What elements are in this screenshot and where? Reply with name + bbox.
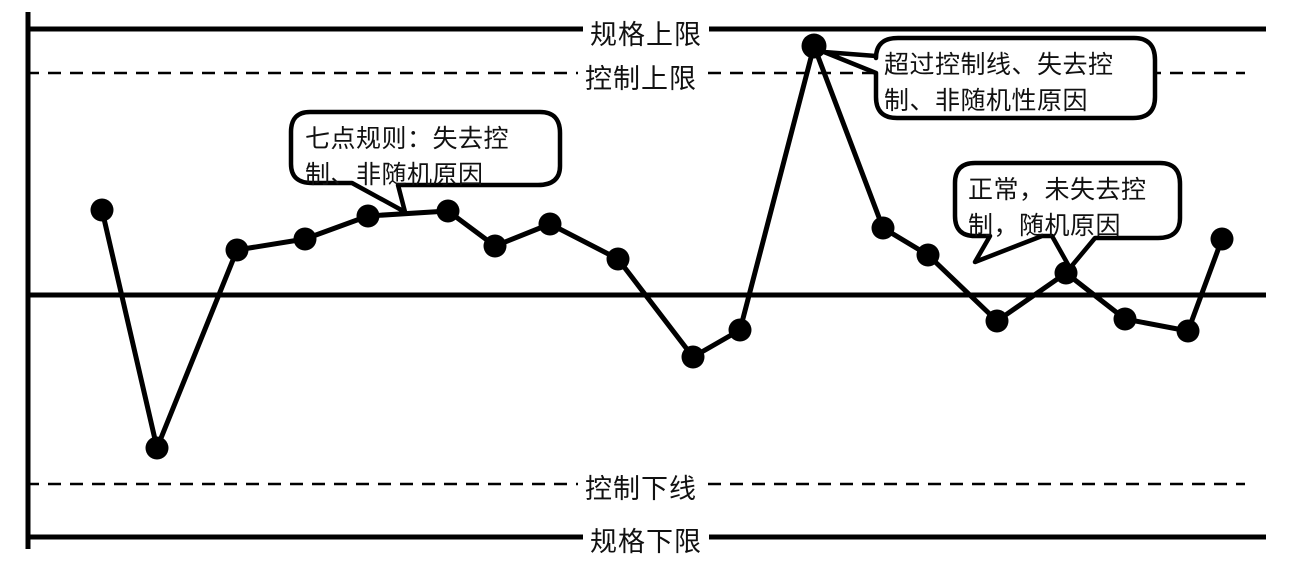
callout-normal-random-text: 正常，未失去控 制，随机原因 (968, 177, 1147, 240)
data-point (1176, 319, 1200, 343)
upper-spec-limit-label: 规格上限 (583, 22, 709, 49)
callout-bubble (288, 109, 563, 215)
upper-control-limit-label: 控制上限 (578, 66, 704, 93)
callout-bubble (821, 35, 1158, 121)
data-point (1210, 227, 1234, 251)
data-point (356, 204, 380, 228)
callout-bubble (952, 160, 1183, 271)
callout-normal-random (952, 160, 1183, 271)
data-point (916, 243, 940, 267)
data-point (436, 199, 460, 223)
data-point (985, 309, 1009, 333)
data-point-markers (90, 33, 1234, 460)
data-point (871, 216, 895, 240)
callout-seven-point-rule (288, 109, 563, 215)
lower-control-limit-label: 控制下线 (578, 476, 704, 503)
data-point-out-of-control (801, 33, 827, 59)
data-point (483, 234, 507, 258)
data-point (538, 212, 562, 236)
callout-seven-point-rule-text: 七点规则：失去控 制、非随机原因 (305, 126, 510, 189)
callout-out-of-control (821, 35, 1158, 121)
data-point (606, 247, 630, 271)
callout-out-of-control-text: 超过控制线、失去控 制、非随机性原因 (884, 52, 1114, 115)
lower-spec-limit-label: 规格下限 (583, 529, 709, 556)
data-point (293, 227, 317, 251)
data-point (225, 238, 249, 262)
data-point (90, 198, 114, 222)
data-point (681, 345, 705, 369)
data-point (1113, 307, 1137, 331)
data-point (728, 318, 752, 342)
data-point (145, 436, 169, 460)
